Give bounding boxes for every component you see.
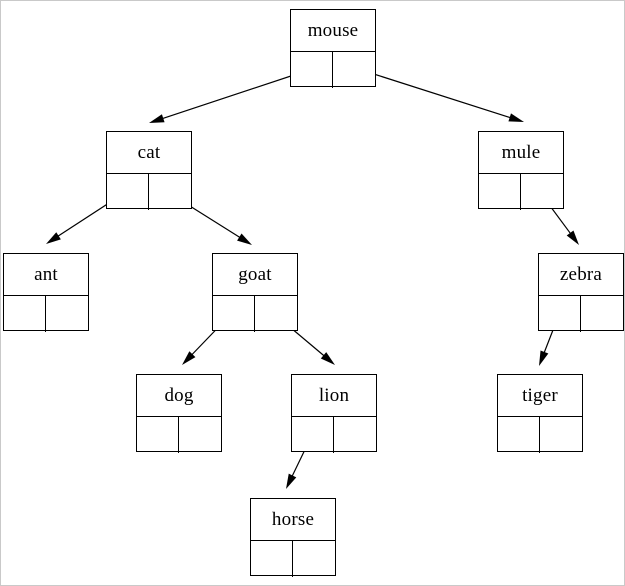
left-pointer-cell[interactable] bbox=[107, 174, 149, 210]
arrowhead-cat-to-ant bbox=[46, 232, 61, 244]
arrowhead-goat-to-dog bbox=[182, 351, 196, 365]
tree-node-lion[interactable]: lion bbox=[291, 374, 377, 453]
left-pointer-cell[interactable] bbox=[137, 417, 179, 453]
left-pointer-cell[interactable] bbox=[251, 541, 293, 577]
arrowhead-mouse-to-mule bbox=[508, 113, 524, 122]
arrowhead-goat-to-lion bbox=[320, 352, 335, 365]
tree-node-pointer-cells bbox=[292, 417, 376, 453]
tree-node-mouse[interactable]: mouse bbox=[290, 9, 376, 88]
tree-node-pointer-cells bbox=[137, 417, 221, 453]
tree-node-goat[interactable]: goat bbox=[212, 253, 298, 332]
left-pointer-cell[interactable] bbox=[498, 417, 540, 453]
arrowhead-zebra-to-tiger bbox=[539, 350, 549, 366]
tree-node-pointer-cells bbox=[4, 296, 88, 332]
tree-node-label: goat bbox=[213, 254, 297, 296]
tree-node-tiger[interactable]: tiger bbox=[497, 374, 583, 453]
arrowhead-lion-to-horse bbox=[286, 473, 297, 489]
right-pointer-cell[interactable] bbox=[46, 296, 88, 332]
right-pointer-cell[interactable] bbox=[255, 296, 297, 332]
tree-node-label: cat bbox=[107, 132, 191, 174]
left-pointer-cell[interactable] bbox=[479, 174, 521, 210]
right-pointer-cell[interactable] bbox=[293, 541, 335, 577]
tree-node-zebra[interactable]: zebra bbox=[538, 253, 624, 332]
tree-node-pointer-cells bbox=[107, 174, 191, 210]
left-pointer-cell[interactable] bbox=[4, 296, 46, 332]
tree-node-pointer-cells bbox=[291, 52, 375, 88]
left-pointer-cell[interactable] bbox=[213, 296, 255, 332]
tree-node-pointer-cells bbox=[498, 417, 582, 453]
tree-node-label: dog bbox=[137, 375, 221, 417]
tree-node-pointer-cells bbox=[539, 296, 623, 332]
tree-node-dog[interactable]: dog bbox=[136, 374, 222, 453]
left-pointer-cell[interactable] bbox=[291, 52, 333, 88]
arrowhead-cat-to-goat bbox=[237, 233, 252, 245]
right-pointer-cell[interactable] bbox=[149, 174, 191, 210]
right-pointer-cell[interactable] bbox=[334, 417, 376, 453]
left-pointer-cell[interactable] bbox=[292, 417, 334, 453]
tree-node-ant[interactable]: ant bbox=[3, 253, 89, 332]
left-pointer-cell[interactable] bbox=[539, 296, 581, 332]
tree-node-label: mouse bbox=[291, 10, 375, 52]
tree-node-horse[interactable]: horse bbox=[250, 498, 336, 577]
right-pointer-cell[interactable] bbox=[581, 296, 623, 332]
right-pointer-cell[interactable] bbox=[540, 417, 582, 453]
tree-node-cat[interactable]: cat bbox=[106, 131, 192, 210]
tree-node-pointer-cells bbox=[213, 296, 297, 332]
tree-node-mule[interactable]: mule bbox=[478, 131, 564, 210]
tree-node-pointer-cells bbox=[251, 541, 335, 577]
tree-node-label: ant bbox=[4, 254, 88, 296]
right-pointer-cell[interactable] bbox=[179, 417, 221, 453]
tree-node-pointer-cells bbox=[479, 174, 563, 210]
arrowhead-mule-to-zebra bbox=[566, 230, 579, 245]
tree-node-label: lion bbox=[292, 375, 376, 417]
edge-mouse-to-mule bbox=[354, 67, 512, 119]
arrowhead-mouse-to-cat bbox=[149, 114, 165, 123]
right-pointer-cell[interactable] bbox=[333, 52, 375, 88]
right-pointer-cell[interactable] bbox=[521, 174, 563, 210]
tree-node-label: tiger bbox=[498, 375, 582, 417]
tree-node-label: mule bbox=[479, 132, 563, 174]
tree-node-label: horse bbox=[251, 499, 335, 541]
tree-node-label: zebra bbox=[539, 254, 623, 296]
